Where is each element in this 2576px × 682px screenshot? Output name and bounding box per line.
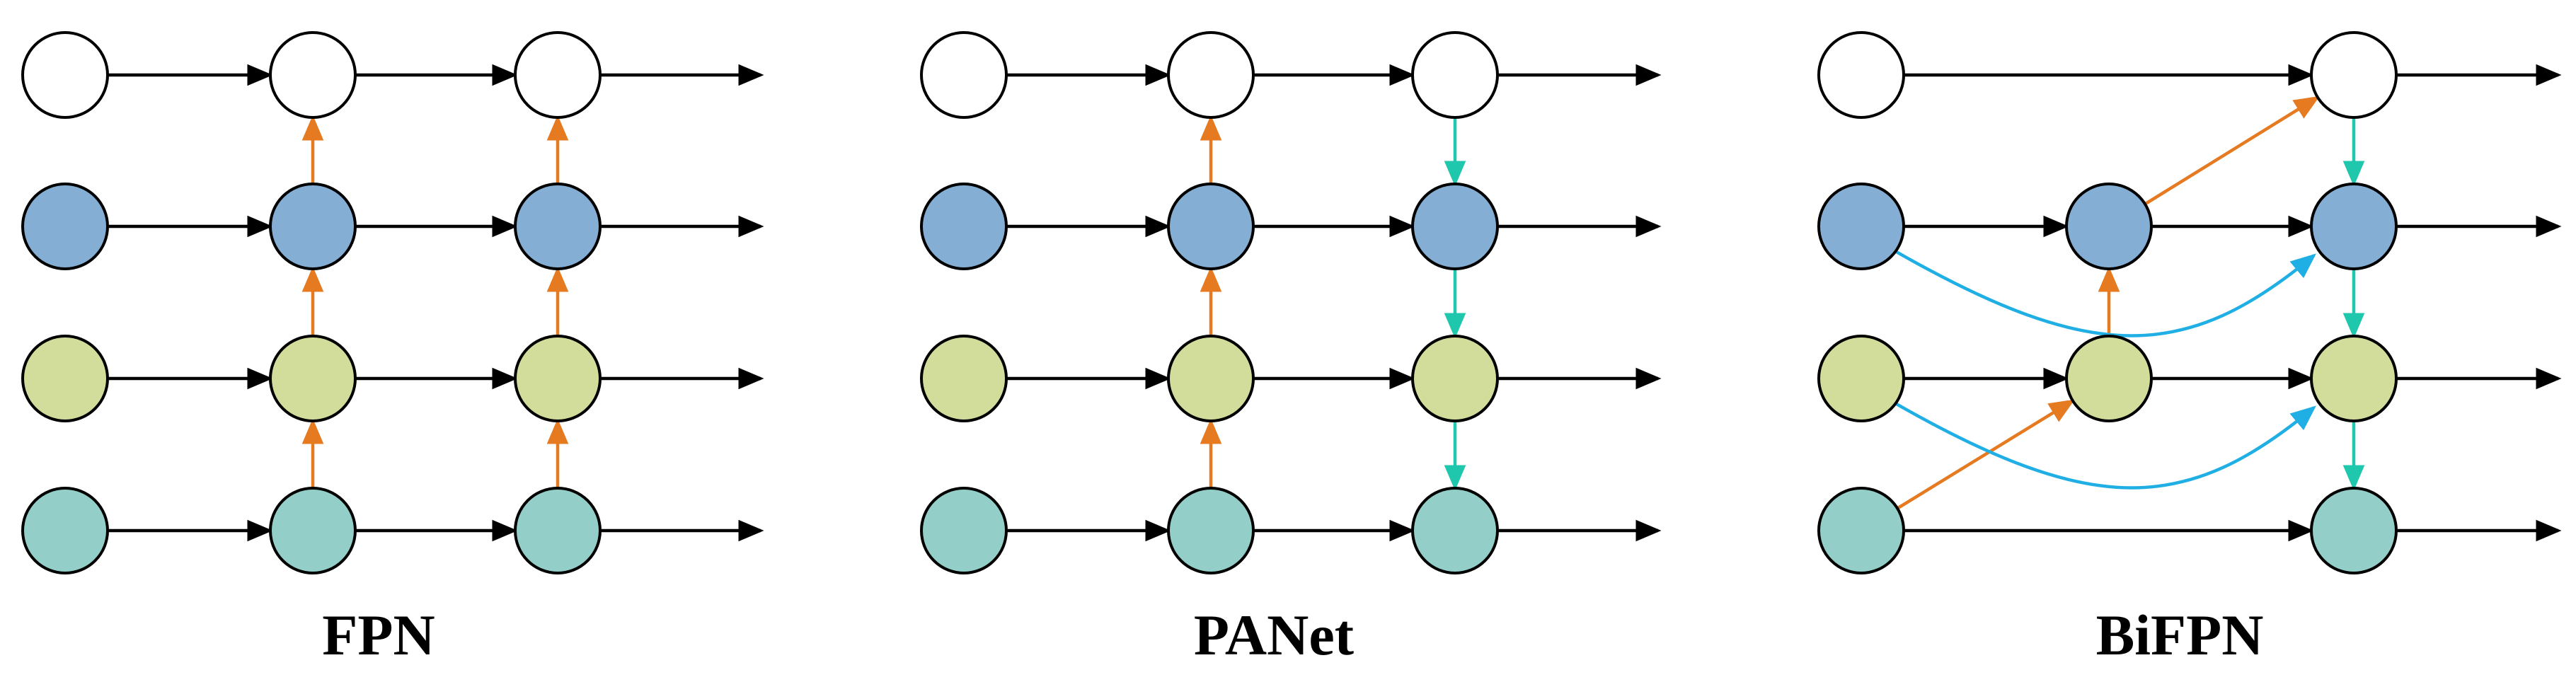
- bifpn-edge-top-down-10: [1896, 399, 2075, 510]
- fpn-node-p2-col2: [269, 183, 357, 270]
- panet-node-p2-col1: [920, 183, 1008, 270]
- bifpn-edge-top-down-12: [2144, 96, 2320, 206]
- diagram-bifpn: BiFPN: [1817, 31, 2562, 667]
- fpn-node-p1-col2: [269, 31, 357, 119]
- fpn-node-p3-col3: [514, 335, 602, 422]
- bifpn-node-p4-col1: [1817, 487, 1905, 574]
- panet-node-p4-col2: [1167, 487, 1255, 574]
- panet-nodes: [920, 31, 1499, 574]
- panet-node-p3-col2: [1167, 335, 1255, 422]
- bifpn-node-p2-col2: [2065, 183, 2153, 270]
- panet-node-p1-col2: [1167, 31, 1255, 119]
- bifpn-edge-skip-16: [1894, 250, 2316, 337]
- panet-caption: PANet: [1194, 603, 1354, 667]
- fpn-nodes: [21, 31, 602, 574]
- fpn-node-p3-col2: [269, 335, 357, 422]
- fpn-node-p4-col2: [269, 487, 357, 574]
- panet-edges: [1006, 64, 1662, 542]
- bifpn-caption: BiFPN: [2096, 603, 2264, 667]
- diagram-fpn: FPN: [21, 31, 764, 667]
- bifpn-node-p2-col3: [2310, 183, 2398, 270]
- bifpn-edge-skip-17: [1894, 402, 2316, 490]
- panet-node-p4-col1: [920, 487, 1008, 574]
- diagram-panet: PANet: [920, 31, 1662, 667]
- fpn-node-p2-col3: [514, 183, 602, 270]
- bifpn-node-p3-col3: [2310, 335, 2398, 422]
- panet-node-p2-col3: [1411, 183, 1499, 270]
- panet-node-p3-col1: [920, 335, 1008, 422]
- fpn-node-p4-col1: [21, 487, 109, 574]
- bifpn-node-p1-col3: [2310, 31, 2398, 119]
- fpn-node-p3-col1: [21, 335, 109, 422]
- bifpn-node-p3-col2: [2065, 335, 2153, 422]
- fpn-node-p2-col1: [21, 183, 109, 270]
- fpn-node-p1-col1: [21, 31, 109, 119]
- bifpn-node-p4-col3: [2310, 487, 2398, 574]
- panet-node-p4-col3: [1411, 487, 1499, 574]
- fpn-node-p4-col3: [514, 487, 602, 574]
- panet-node-p1-col1: [920, 31, 1008, 119]
- fpn-node-p1-col3: [514, 31, 602, 119]
- fpn-caption: FPN: [322, 603, 435, 667]
- bifpn-nodes: [1817, 31, 2398, 574]
- panet-node-p3-col3: [1411, 335, 1499, 422]
- bifpn-node-p3-col1: [1817, 335, 1905, 422]
- panet-node-p2-col2: [1167, 183, 1255, 270]
- bifpn-node-p1-col1: [1817, 31, 1905, 119]
- fpn-edges: [108, 64, 764, 542]
- bifpn-edges: [1894, 64, 2562, 542]
- panet-node-p1-col3: [1411, 31, 1499, 119]
- bifpn-node-p2-col1: [1817, 183, 1905, 270]
